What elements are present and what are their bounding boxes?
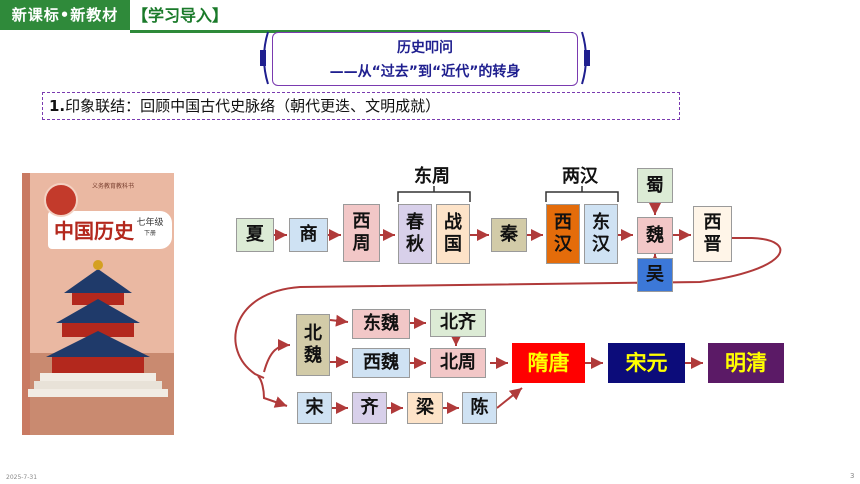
node-char: 北 [304, 323, 322, 344]
temple-of-heaven-illustration [28, 260, 174, 435]
title-frame-decoration [260, 31, 590, 85]
book-title: 中国历史 [54, 219, 134, 243]
node-char: 周 [352, 233, 371, 254]
node-chen: 陈 [462, 392, 497, 424]
node-xizhou: 西周 [343, 204, 380, 262]
node-char: 汉 [554, 234, 572, 255]
node-char: 东 [592, 212, 610, 233]
book-header-text: 义务教育教科书 [92, 183, 135, 190]
node-char: 魏 [304, 345, 322, 366]
node-zhanguo: 战国 [436, 204, 470, 264]
footer-date: 2025-7-31 [6, 474, 38, 481]
node-xiwei: 西魏 [352, 348, 410, 378]
node-donghan: 东汉 [584, 204, 618, 264]
group-label-lianghan: 两汉 [562, 166, 598, 187]
node-char: 春 [406, 212, 424, 233]
subtitle-number: 1. [49, 97, 66, 115]
node-beizhou: 北周 [430, 348, 486, 378]
node-xijin: 西晋 [693, 206, 732, 262]
section-title: 【学习导入】 [132, 6, 229, 25]
textbook-cover: 义务教育教科书 中国历史 七年级 下册 [22, 173, 174, 435]
node-qi: 齐 [352, 392, 387, 424]
node-char: 国 [444, 234, 462, 255]
node-suitang: 隋唐 [512, 343, 585, 383]
node-wei: 魏 [637, 217, 673, 254]
node-char: 西 [352, 211, 371, 232]
book-volume-text: 下册 [143, 230, 156, 237]
node-mingqing: 明清 [708, 343, 784, 383]
node-char: 西 [703, 212, 722, 233]
header-divider [130, 30, 550, 33]
node-beiqi: 北齐 [430, 309, 486, 337]
node-qin: 秦 [491, 218, 527, 252]
node-chunqiu: 春秋 [398, 204, 432, 264]
node-beiwei: 北魏 [296, 314, 330, 376]
footer-page-number: 3 [850, 472, 855, 480]
node-char: 秋 [406, 234, 424, 255]
node-dongwei: 东魏 [352, 309, 410, 339]
node-songyuan: 宋元 [608, 343, 685, 383]
node-xihan: 西汉 [546, 204, 580, 264]
book-grade: 七年级 下册 [136, 215, 164, 237]
node-char: 汉 [592, 234, 610, 255]
book-spine [22, 173, 30, 435]
group-label-dongzhou: 东周 [414, 166, 450, 187]
title-box: 历史叩问 ——从“过去”到“近代”的转身 [272, 32, 578, 86]
node-char: 晋 [703, 234, 722, 255]
node-wu: 吴 [637, 258, 673, 292]
subtitle-box: 1.印象联结：回顾中国古代史脉络（朝代更迭、文明成就） [42, 92, 680, 120]
book-logo [44, 183, 78, 217]
node-song: 宋 [297, 392, 332, 424]
node-xia: 夏 [236, 218, 274, 252]
book-title-panel [48, 211, 172, 249]
subtitle-text: 印象联结：回顾中国古代史脉络（朝代更迭、文明成就） [65, 97, 441, 115]
node-char: 战 [444, 212, 462, 233]
node-char: 西 [554, 212, 572, 233]
node-liang: 梁 [407, 392, 443, 424]
title-line-1: 历史叩问 [397, 40, 453, 56]
brand-badge: 新课标•新教材 [0, 0, 130, 30]
node-shu: 蜀 [637, 168, 673, 203]
book-grade-text: 七年级 [136, 218, 164, 228]
node-shang: 商 [289, 218, 328, 252]
title-line-2: ——从“过去”到“近代”的转身 [329, 64, 521, 80]
